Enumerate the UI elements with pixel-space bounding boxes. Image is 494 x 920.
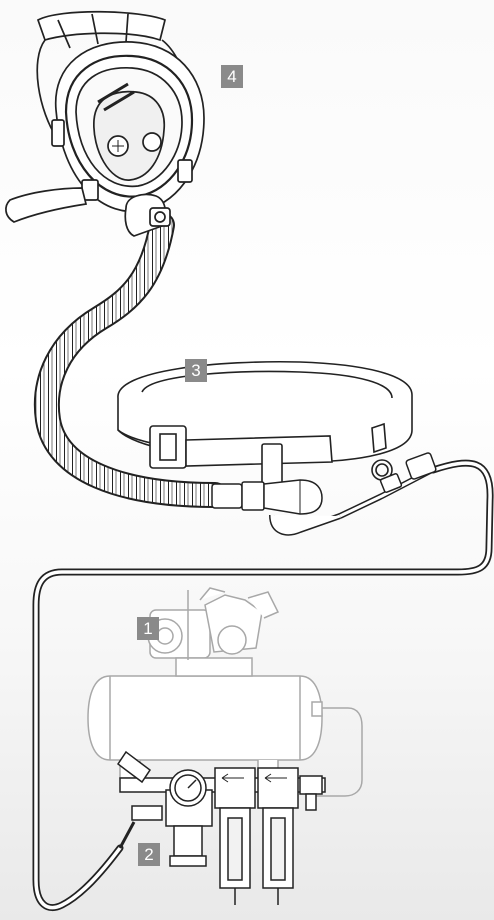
- label-belt: 3: [185, 359, 207, 382]
- air-filters: [116, 750, 326, 905]
- waist-belt: [117, 360, 413, 489]
- label-filter-unit: 2: [138, 843, 160, 866]
- full-face-mask: [5, 10, 205, 237]
- label-compressor: 1: [137, 617, 159, 640]
- air-compressor: [87, 587, 363, 797]
- hose-connector: [211, 452, 437, 536]
- breathing-hose: [33, 212, 228, 508]
- label-mask: 4: [221, 65, 243, 88]
- supply-hose: [32, 459, 494, 912]
